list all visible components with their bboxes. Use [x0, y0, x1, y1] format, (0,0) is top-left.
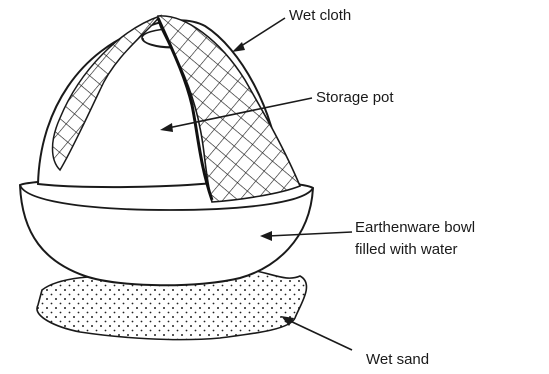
label-filled-with-water: filled with water [355, 240, 458, 259]
label-earthenware-bowl: Earthenware bowl [355, 218, 475, 237]
label-storage-pot: Storage pot [316, 88, 394, 107]
label-wet-sand: Wet sand [366, 350, 429, 369]
label-wet-cloth: Wet cloth [289, 6, 351, 25]
arrow-wet-cloth [232, 18, 285, 52]
arrow-wet-sand [281, 316, 352, 350]
